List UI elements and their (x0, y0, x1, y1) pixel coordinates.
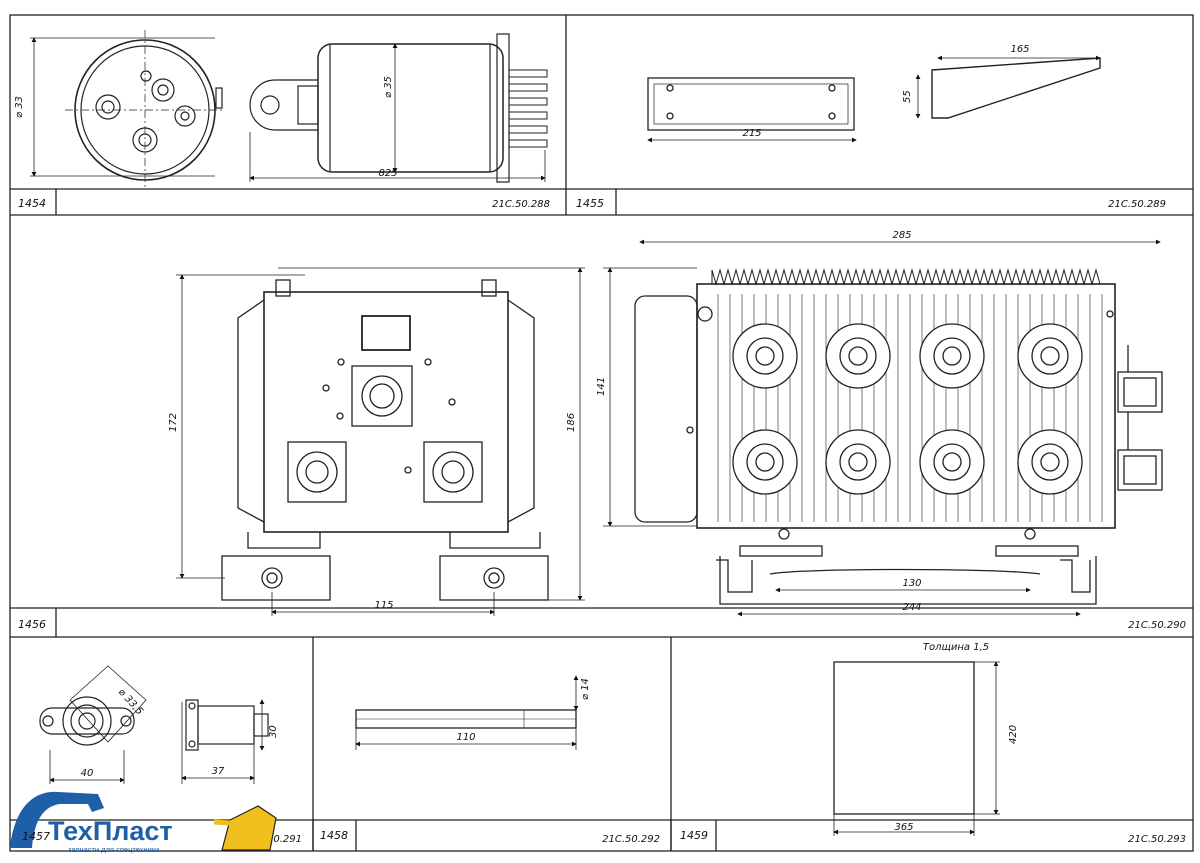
connector-height-label: 30 (268, 725, 279, 738)
connector-drawing (39, 665, 269, 784)
cell-number-1456: 1456 (18, 618, 46, 631)
heatsink-height-label: 141 (596, 377, 607, 396)
rod-drawing (355, 675, 579, 750)
heatsink-drawing (603, 239, 1163, 617)
box-mount-spacing-label: 115 (374, 600, 393, 611)
cell-number-1457: 1457 (22, 830, 50, 843)
plate-drawing (833, 661, 1000, 836)
cell-number-1458: 1458 (320, 829, 348, 842)
plate-thickness-note: Толщина 1,5 (923, 642, 989, 653)
connector-diameter-label: ⌀ 33,5 (116, 687, 145, 718)
logo-tagline: запчасти для спецтехники (68, 845, 159, 854)
cell-number-1454: 1454 (18, 197, 46, 210)
rod-length-label: 110 (456, 732, 475, 743)
plate-height-label: 420 (1008, 725, 1019, 744)
box-total-height-label: 186 (566, 413, 577, 432)
bracket-drawing (647, 55, 1101, 143)
cell-code-1454: 21С.50.288 (492, 199, 550, 210)
cell-code-1456: 21С.50.290 (1128, 620, 1186, 631)
bracket-height-label: 55 (902, 90, 913, 103)
bracket-width-label: 215 (742, 128, 761, 139)
cell-number-1459: 1459 (680, 829, 708, 842)
grid-frame (9, 14, 1194, 852)
relay-diameter-label: ⌀ 33 (14, 96, 25, 118)
bracket-length-label: 165 (1010, 44, 1029, 55)
logo-name: ТехПласт (48, 816, 173, 846)
heatsink-length-label: 285 (892, 230, 911, 241)
relay-length-label: 825 (378, 168, 397, 179)
heatsink-base-label: 244 (902, 602, 921, 613)
cell-code-1459: 21С.50.293 (1128, 834, 1186, 845)
cell-code-1455: 21С.50.289 (1108, 199, 1166, 210)
connector-width-label: 40 (81, 768, 94, 779)
relay-drawing (30, 30, 548, 190)
cell-number-1455: 1455 (576, 197, 604, 210)
excavator-logo-icon (10, 791, 277, 851)
cell-code-1457: 21С.50.291 (244, 834, 302, 845)
control-box-drawing (176, 267, 585, 616)
connector-depth-label: 37 (212, 766, 225, 777)
cell-code-1458: 21С.50.292 (602, 834, 660, 845)
box-height-label: 172 (168, 413, 179, 432)
relay-body-diameter-label: ⌀ 35 (383, 76, 394, 98)
plate-width-label: 365 (894, 822, 913, 833)
heatsink-mount-label: 130 (902, 578, 921, 589)
rod-diameter-label: ⌀ 14 (580, 678, 591, 700)
